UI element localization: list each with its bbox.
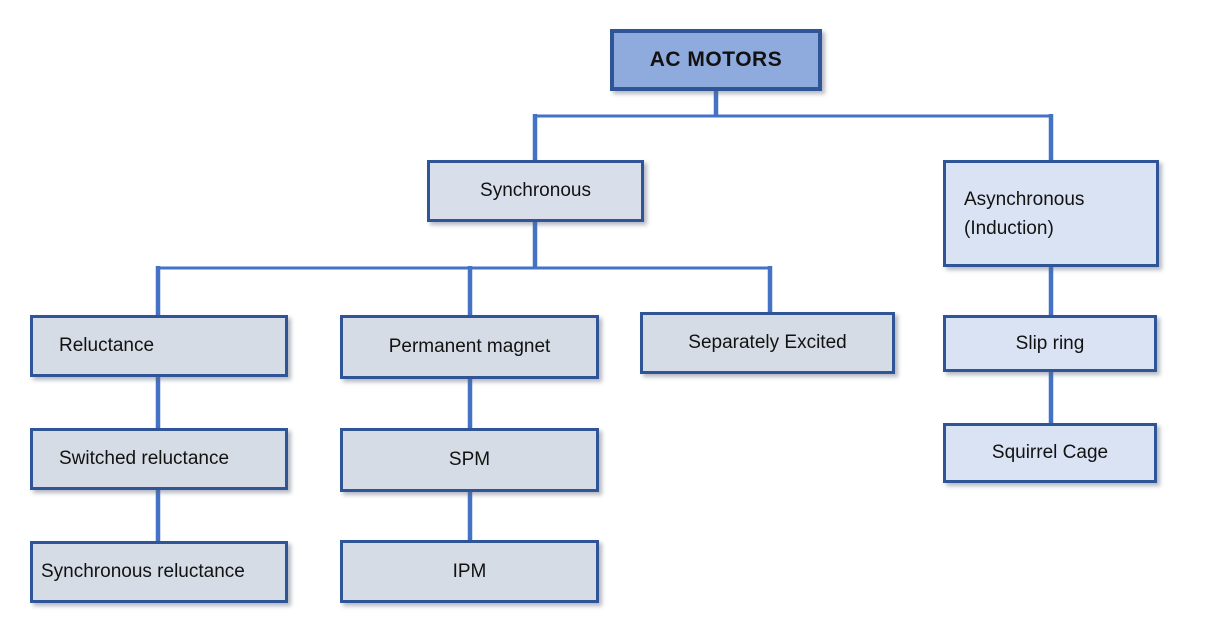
node-ac-motors: AC MOTORS (610, 29, 822, 91)
node-asynchronous-induction: Asynchronous (Induction) (943, 160, 1159, 267)
node-synchronous: Synchronous (427, 160, 644, 222)
node-squirrel-cage: Squirrel Cage (943, 423, 1157, 483)
node-reluctance: Reluctance (30, 315, 288, 377)
node-synchronous-reluctance: Synchronous reluctance (30, 541, 288, 603)
node-ipm: IPM (340, 540, 599, 603)
node-switched-reluctance: Switched reluctance (30, 428, 288, 490)
node-separately-excited: Separately Excited (640, 312, 895, 374)
node-permanent-magnet: Permanent magnet (340, 315, 599, 379)
node-spm: SPM (340, 428, 599, 492)
node-slip-ring: Slip ring (943, 315, 1157, 372)
